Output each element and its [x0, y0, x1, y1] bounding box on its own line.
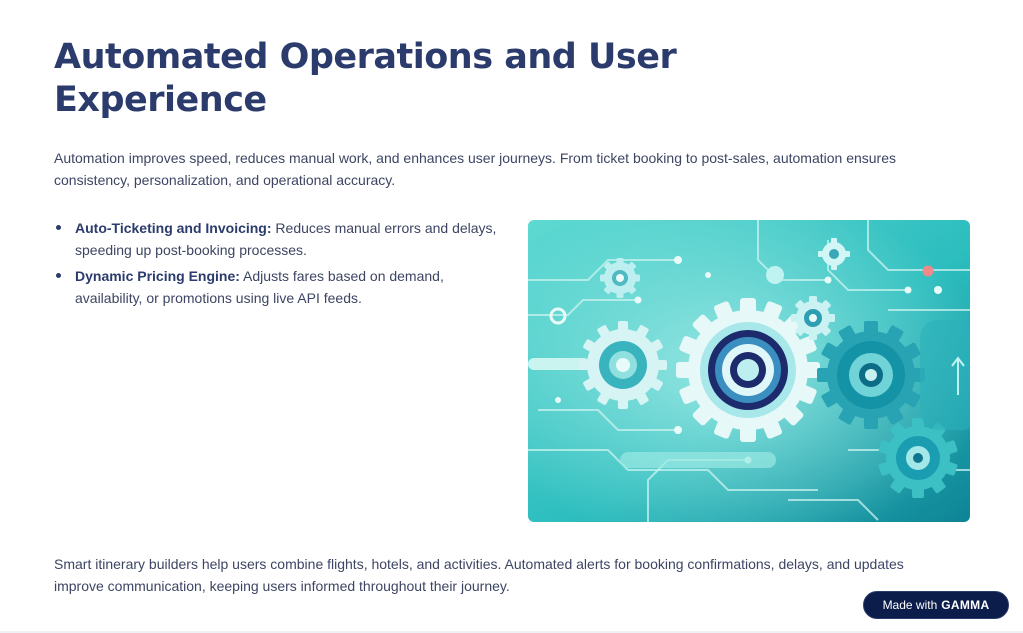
- bullet-title: Auto-Ticketing and Invoicing:: [75, 220, 272, 236]
- closing-paragraph: Smart itinerary builders help users comb…: [54, 556, 904, 594]
- gears-circuit-illustration: [528, 220, 970, 522]
- gears-icon: [528, 220, 970, 522]
- bullet-item-auto-ticketing: Auto-Ticketing and Invoicing: Reduces ma…: [54, 217, 504, 261]
- bullet-text: Reduces manual errors and delays, speedi…: [75, 220, 497, 258]
- bullet-title: Dynamic Pricing Engine:: [75, 268, 240, 284]
- bullet-text: Adjusts fares based on demand, availabil…: [75, 268, 444, 306]
- bottom-divider: [0, 631, 1023, 633]
- bullet-list: Auto-Ticketing and Invoicing: Reduces ma…: [54, 217, 504, 313]
- gamma-logo: GAMMA: [941, 598, 990, 612]
- bullet-item-dynamic-pricing: Dynamic Pricing Engine: Adjusts fares ba…: [54, 265, 504, 309]
- made-with-gamma-badge[interactable]: Made with GAMMA: [863, 591, 1009, 619]
- slide-title: Automated Operations and User Experience: [54, 37, 677, 120]
- badge-prefix: Made with: [882, 598, 938, 612]
- intro-paragraph: Automation improves speed, reduces manua…: [54, 150, 896, 188]
